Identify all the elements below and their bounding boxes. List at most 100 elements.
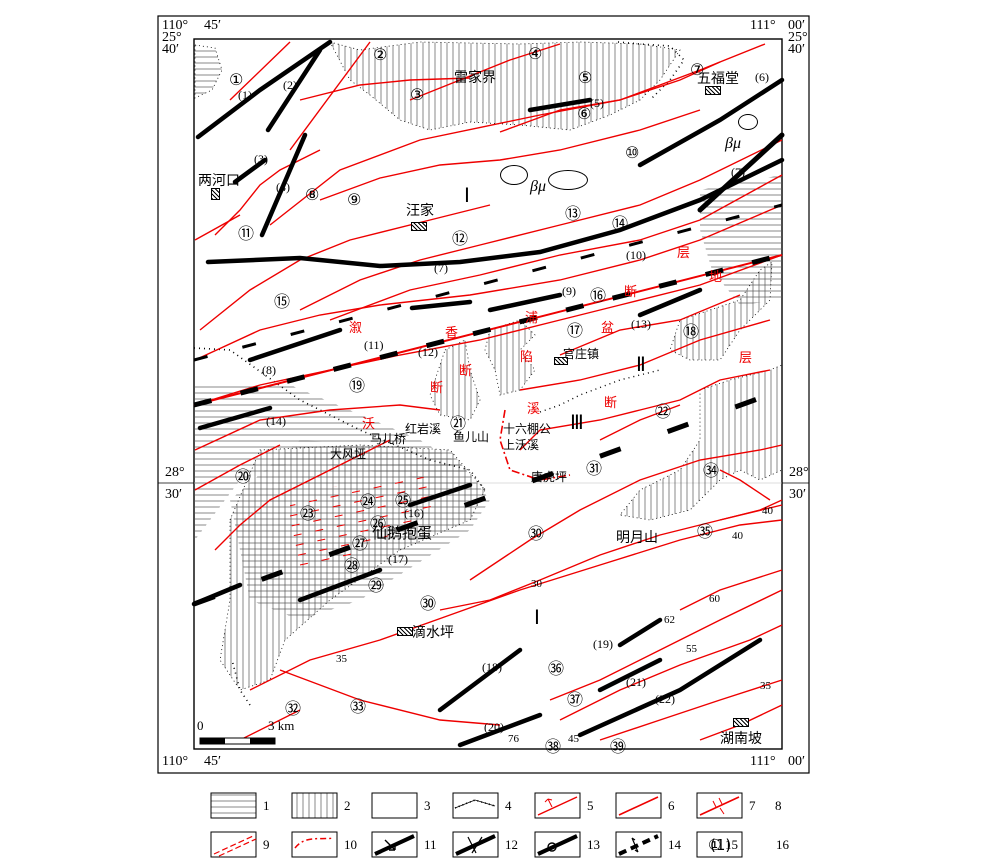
beta-mu-label: βμ: [725, 135, 741, 152]
paren-number: (17): [388, 552, 408, 566]
circled-number: ⑧: [305, 185, 320, 204]
circled-number: ③: [410, 85, 425, 104]
vertical-hatch-area: [429, 339, 481, 421]
legend-icons: [213, 796, 740, 857]
place-mingyueshan: 明月山: [616, 531, 658, 546]
circled-number: ㉓: [300, 504, 317, 523]
place-leijiajie: 雷家界: [454, 71, 496, 86]
circled-number: ㉚: [420, 594, 437, 613]
circled-number: ㉝: [350, 697, 367, 716]
paren-number: (14): [266, 414, 286, 428]
town-marker: [411, 222, 427, 231]
circled-number: ⑰: [567, 321, 584, 340]
circled-number: ㉘: [344, 556, 361, 575]
circled-number: ㉞: [703, 461, 720, 480]
circled-number: ⑪: [238, 224, 255, 243]
paren-number: (18): [482, 660, 502, 674]
paren-number: (19): [593, 637, 613, 651]
legend-number: 5: [587, 798, 594, 813]
vertical-hatch-area: [619, 364, 783, 521]
town-marker: [554, 357, 568, 365]
dotted-boundary: [539, 369, 661, 413]
town-marker: [733, 718, 749, 727]
vertical-hatch-area: [484, 319, 536, 396]
dip-angle-label: 40: [732, 530, 743, 542]
scale-zero: 0: [197, 718, 204, 733]
place-hunanpo: 湖南坡: [720, 732, 762, 747]
paren-number: (8): [262, 363, 276, 377]
dip-angle-label: 62: [664, 614, 675, 626]
paren-number: (2): [283, 78, 297, 92]
red-dash-dot-curve: [499, 409, 571, 481]
legend-number: 16: [776, 837, 789, 852]
paren-number: (22): [655, 692, 675, 706]
mid-left-lat-min: 30′: [165, 487, 183, 502]
place-shangwoxi: 上沃溪: [503, 438, 540, 452]
fault-text: 地: [709, 269, 723, 284]
circled-number: ㉑: [450, 414, 467, 433]
legend-sample: ①: [708, 836, 722, 854]
circled-number: ⑲: [349, 376, 366, 395]
legend-number: 9: [263, 837, 270, 852]
circled-number: ㊳: [545, 737, 562, 756]
black-red-dashed-faults: [193, 203, 783, 607]
paren-number: (5): [590, 96, 604, 110]
dip-angle-label: 30: [531, 578, 542, 590]
legend-number: 13: [587, 837, 600, 852]
place-wufutang: 五福堂: [697, 72, 739, 87]
zone-label: Ⅱ: [636, 354, 646, 376]
red-faults: [194, 41, 783, 741]
place-shiliubagong: 十六棚公: [503, 422, 552, 436]
circled-number: ⑥: [577, 104, 592, 123]
top-left-lon: 110°: [162, 18, 189, 33]
paren-number: (6): [755, 70, 769, 84]
circled-number: ⑦: [690, 60, 705, 79]
circled-number: ㊴: [610, 737, 627, 756]
legend-number: 1: [263, 798, 270, 813]
fault-text: 层: [739, 350, 753, 365]
dip-angle-label: 60: [709, 593, 720, 605]
paren-number: (16): [404, 506, 424, 520]
fault-text: 浦: [525, 310, 539, 325]
zone-label: Ⅰ: [464, 185, 470, 207]
circled-number: ㉔: [360, 492, 377, 511]
circled-number: ㊲: [567, 690, 584, 709]
paren-number: (20): [484, 720, 504, 734]
dip-angle-label: 40: [762, 505, 773, 517]
circled-number: ②: [373, 45, 388, 64]
legend-number: 7: [749, 798, 756, 813]
circled-number: ㉚: [528, 524, 545, 543]
dip-angle-label: 45: [568, 733, 579, 745]
paren-number: (7): [731, 165, 745, 179]
black-fold-axes: [191, 39, 785, 748]
circled-number: ⑬: [565, 204, 582, 223]
bottom-left-lon: 110°: [162, 754, 189, 769]
bottom-left-lon-min: 45′: [204, 754, 222, 769]
circled-number: ㉜: [285, 699, 302, 718]
paren-number: (7): [434, 261, 448, 275]
circled-number: ㉟: [697, 522, 714, 541]
place-guanzhuangzhen: 官庄镇: [563, 347, 600, 361]
fault-text: 香: [445, 325, 459, 340]
circled-number: ㊱: [548, 659, 565, 678]
top-left-lat-min: 40′: [162, 42, 180, 57]
fault-text: 层: [677, 245, 691, 260]
dip-angle-label: 35: [760, 680, 771, 692]
fault-text: 断: [430, 380, 444, 395]
fault-text: 溆: [349, 320, 363, 335]
horizontal-hatch-area: [194, 44, 223, 99]
dip-angle-label: 35: [336, 653, 347, 665]
legend-number: 4: [505, 798, 512, 813]
legend-boxes: [210, 792, 743, 858]
legend-number: 11: [424, 837, 437, 852]
legend-sample: (1): [710, 836, 732, 854]
mid-right-lat: 28°: [789, 465, 809, 480]
paren-number: (12): [418, 345, 438, 359]
dip-angle-label: 76: [508, 733, 519, 745]
circled-number: ⑫: [452, 229, 469, 248]
mid-left-lat: 28°: [165, 465, 185, 480]
place-wangjia: 汪家: [406, 204, 434, 219]
basalt-body: [500, 165, 528, 185]
vertical-hatch-area: [329, 41, 681, 131]
